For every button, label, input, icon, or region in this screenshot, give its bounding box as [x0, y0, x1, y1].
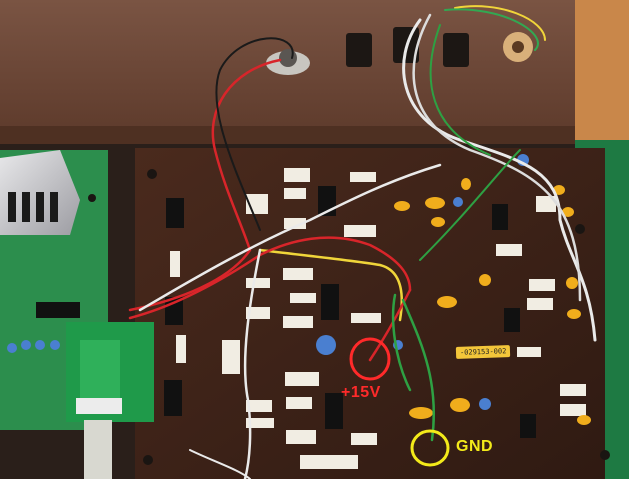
- plus15v-label: +15V: [341, 384, 381, 401]
- wire-red: [128, 58, 282, 312]
- mounting-screws: [88, 169, 610, 465]
- gnd-highlight: [410, 429, 450, 467]
- plus15v-highlight: [349, 337, 391, 381]
- chassis-edge: [0, 126, 629, 144]
- tantalum-caps: [394, 178, 591, 425]
- part-number-label: -029153-002: [455, 345, 511, 359]
- gnd-label: GND: [456, 438, 494, 455]
- chassis-panel: [0, 0, 629, 140]
- wire-green: [429, 24, 491, 156]
- jack-din-1: [346, 33, 372, 67]
- wood-side: [575, 0, 629, 140]
- wire-black: [215, 37, 294, 231]
- jack-din-3: [443, 33, 469, 67]
